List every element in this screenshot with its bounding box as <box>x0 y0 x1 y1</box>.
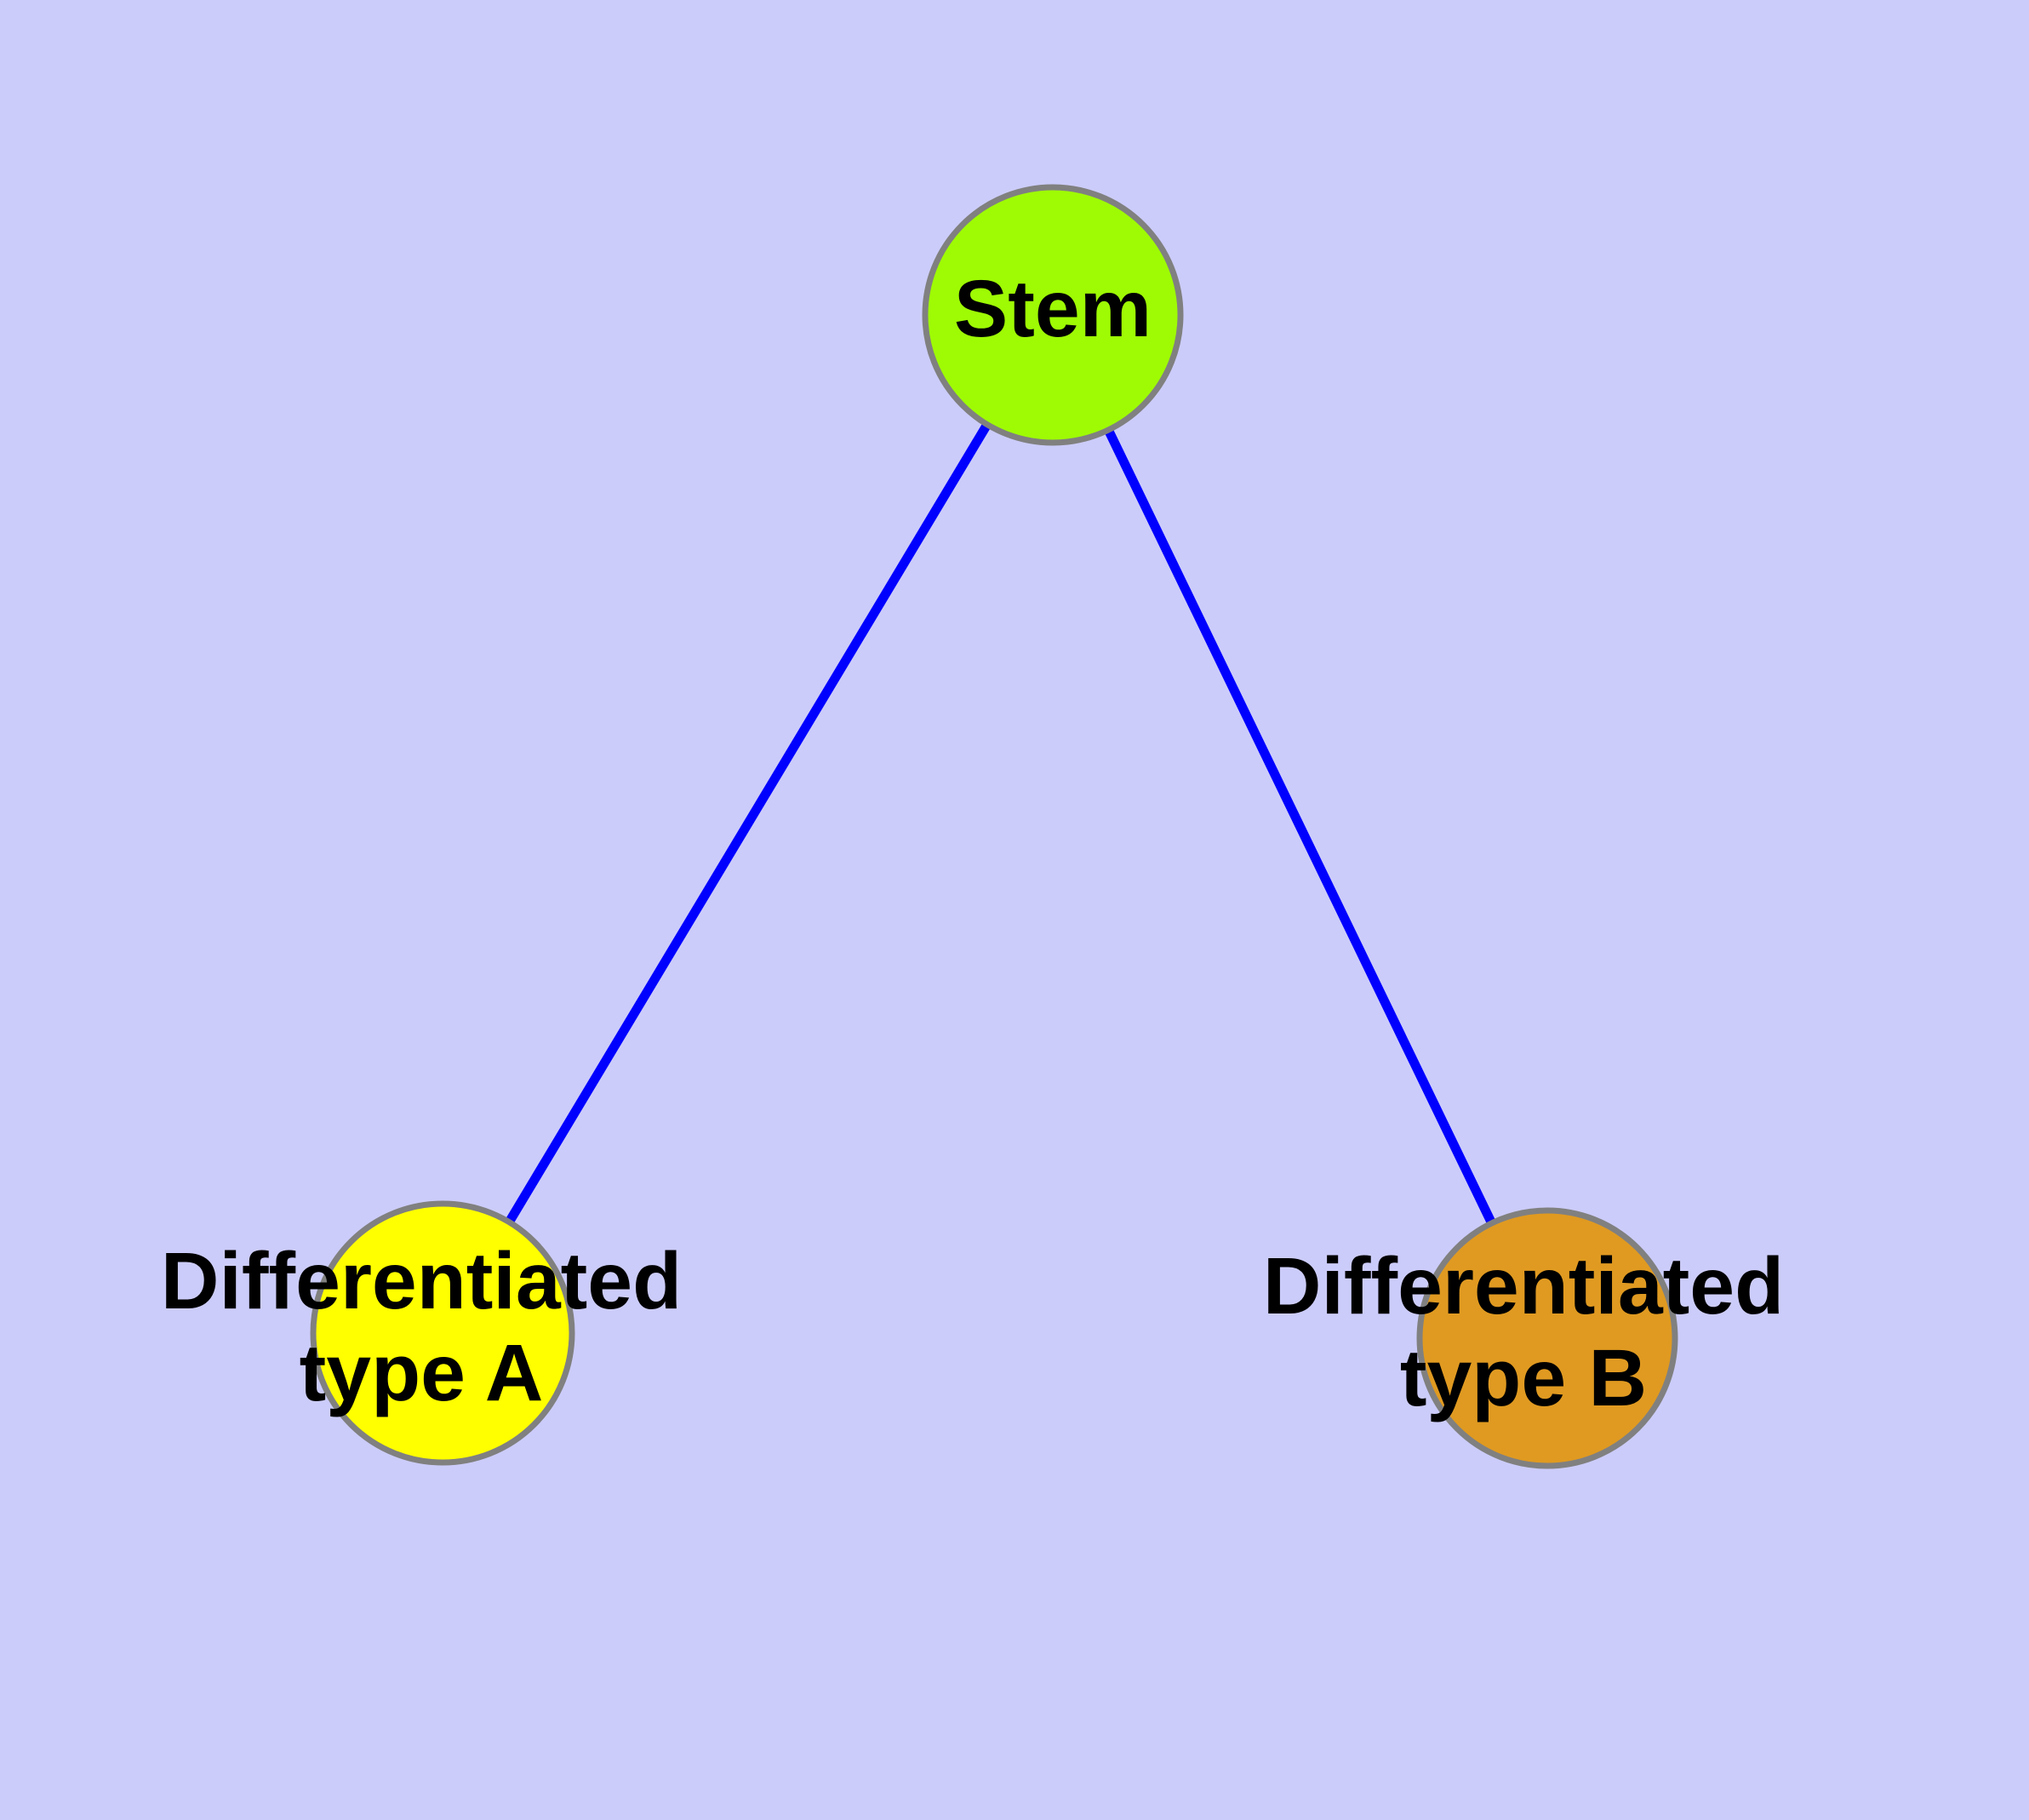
node-diff-b[interactable] <box>1416 1207 1678 1469</box>
edge-stem-to-diff-a[interactable] <box>438 312 1057 1336</box>
nodes-layer <box>310 184 1678 1469</box>
node-diff-a[interactable] <box>310 1200 575 1466</box>
node-label-line: Differentiated <box>161 1236 682 1326</box>
edges-layer <box>438 312 1552 1341</box>
node-label-line: type A <box>300 1328 544 1418</box>
node-label-line: Differentiated <box>1263 1241 1784 1331</box>
node-label-line: type B <box>1400 1333 1647 1423</box>
node-label-line: Stem <box>954 264 1152 354</box>
node-stem[interactable] <box>922 184 1184 446</box>
node-label-stem: Stem <box>954 264 1152 354</box>
edge-stem-to-diff-b[interactable] <box>1049 312 1552 1341</box>
